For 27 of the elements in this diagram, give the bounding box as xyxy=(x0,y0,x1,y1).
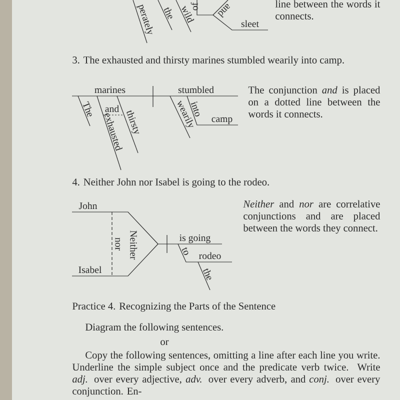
diagram-word: thirsty xyxy=(126,110,140,134)
diagram-word: rodeo xyxy=(199,252,221,260)
diagram-word: John xyxy=(78,202,98,210)
diagram-word: sleet xyxy=(241,20,259,28)
diagram-word: nor xyxy=(115,238,120,250)
diagram-word: and xyxy=(218,4,230,18)
section-heading: Practice 4. Recognizing the Parts of the Sentence xyxy=(72,302,276,312)
note-text: Neither and nor are correlative conjunctions and are placed between the words they connect. xyxy=(243,200,380,234)
diagram-word: Neither xyxy=(130,230,138,260)
diagram-word: stumbled xyxy=(178,86,214,94)
diagram-word: and xyxy=(105,105,119,112)
instruction-text: or xyxy=(160,340,169,346)
diagram-word: is going xyxy=(180,234,210,244)
example-sentence: 4. Neither John nor Isabel is going to the rodeo. xyxy=(72,178,269,188)
diagram-word: the xyxy=(164,7,172,20)
diagram-word: marines xyxy=(94,86,126,94)
note-text: line between the words it connects. xyxy=(275,0,380,20)
diagram-word: the xyxy=(203,268,212,280)
diagram-word: The xyxy=(82,101,92,118)
diagram-word: perately xyxy=(136,4,153,34)
instruction-text: Copy the following sentences, omitting a line after each line you write. Underline the simple subject once and the predicate verb twice. Write adj. over every adjective, adv. over every adverb, and conj. over every conjunction. En- xyxy=(72,351,380,397)
diagram-word: Isabel xyxy=(78,266,102,274)
example-sentence: 3. The exhausted and thirsty marines stumbled wearily into camp. xyxy=(72,56,344,66)
instruction-text: Diagram the following sentences. xyxy=(86,323,223,333)
diagram-word: camp xyxy=(212,117,232,124)
note-text: The conjunction and is placed on a dotted line between the words it connects. xyxy=(248,86,380,118)
diagram-word: to xyxy=(182,247,188,256)
